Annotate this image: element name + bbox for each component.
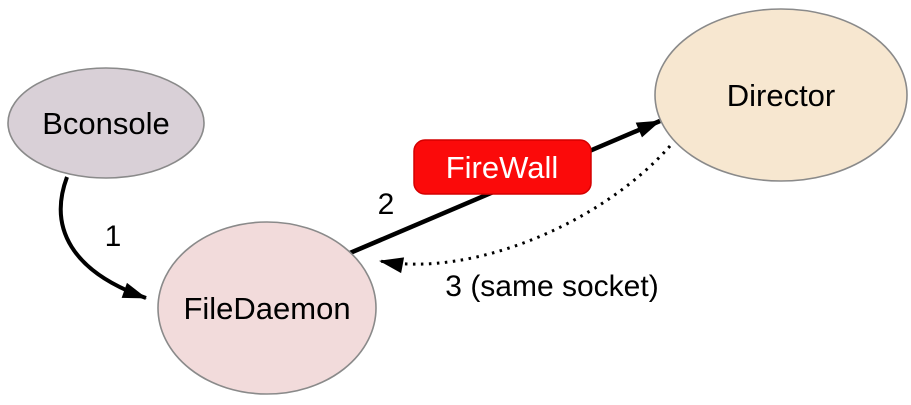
filedaemon-label: FileDaemon [183,291,350,326]
firewall-box: FireWall [413,139,592,195]
node-filedaemon: FileDaemon [157,221,377,395]
filedaemon-ellipse [157,221,377,395]
firewall-rect [413,139,592,195]
node-director: Director [654,8,908,182]
edge-bconsole-to-filedaemon [58,176,147,300]
director-ellipse [654,8,908,182]
edge-1-label: 1 [105,220,122,253]
firewall-label: FireWall [446,150,559,185]
node-bconsole: Bconsole [7,67,205,179]
edge-3-label: 3 (same socket) [445,270,658,303]
bconsole-ellipse [7,67,205,179]
director-label: Director [727,78,836,113]
edge-2-label: 2 [378,188,395,221]
bconsole-label: Bconsole [42,106,170,141]
